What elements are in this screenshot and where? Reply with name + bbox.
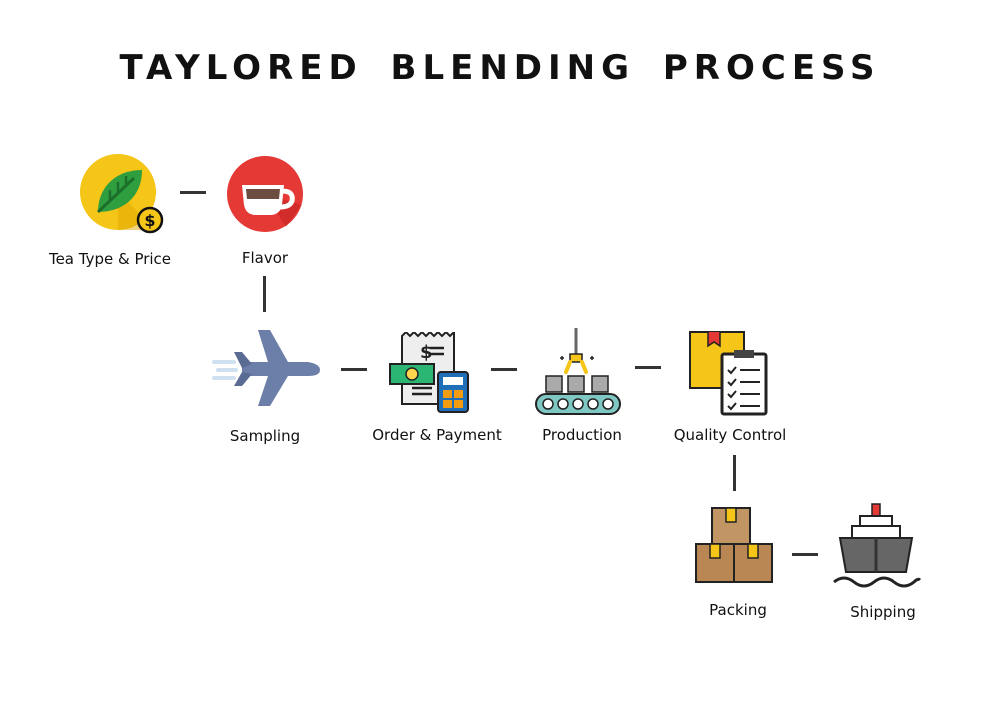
conveyor-icon — [535, 328, 621, 415]
page-title: TAYLORED BLENDING PROCESS — [119, 48, 881, 88]
connector-production-quality — [635, 366, 661, 369]
svg-text:$: $ — [144, 211, 155, 230]
connector-quality-packing — [733, 455, 736, 491]
tea-leaf-price-icon: $ — [80, 154, 164, 234]
step-label-shipping: Shipping — [850, 603, 916, 621]
svg-text:$: $ — [420, 342, 433, 363]
boxes-icon — [695, 507, 773, 583]
step-label-order-payment: Order & Payment — [372, 426, 502, 444]
step-label-tea-type-price: Tea Type & Price — [48, 250, 172, 268]
connector-order-production — [491, 368, 517, 371]
connector-tea-flavor — [180, 191, 206, 194]
connector-sampling-order — [341, 368, 367, 371]
ship-icon — [833, 503, 922, 588]
clipboard-checklist-icon — [689, 331, 768, 416]
connector-flavor-sampling — [263, 276, 266, 312]
step-label-sampling: Sampling — [229, 427, 301, 445]
step-label-packing: Packing — [709, 601, 767, 619]
step-label-flavor: Flavor — [241, 249, 289, 267]
connector-packing-shipping — [792, 553, 818, 556]
tea-cup-icon — [227, 156, 303, 232]
receipt-calculator-icon: $ — [389, 332, 469, 413]
step-label-quality-control: Quality Control — [673, 426, 787, 444]
airplane-icon — [212, 330, 320, 406]
step-label-production: Production — [542, 426, 622, 444]
